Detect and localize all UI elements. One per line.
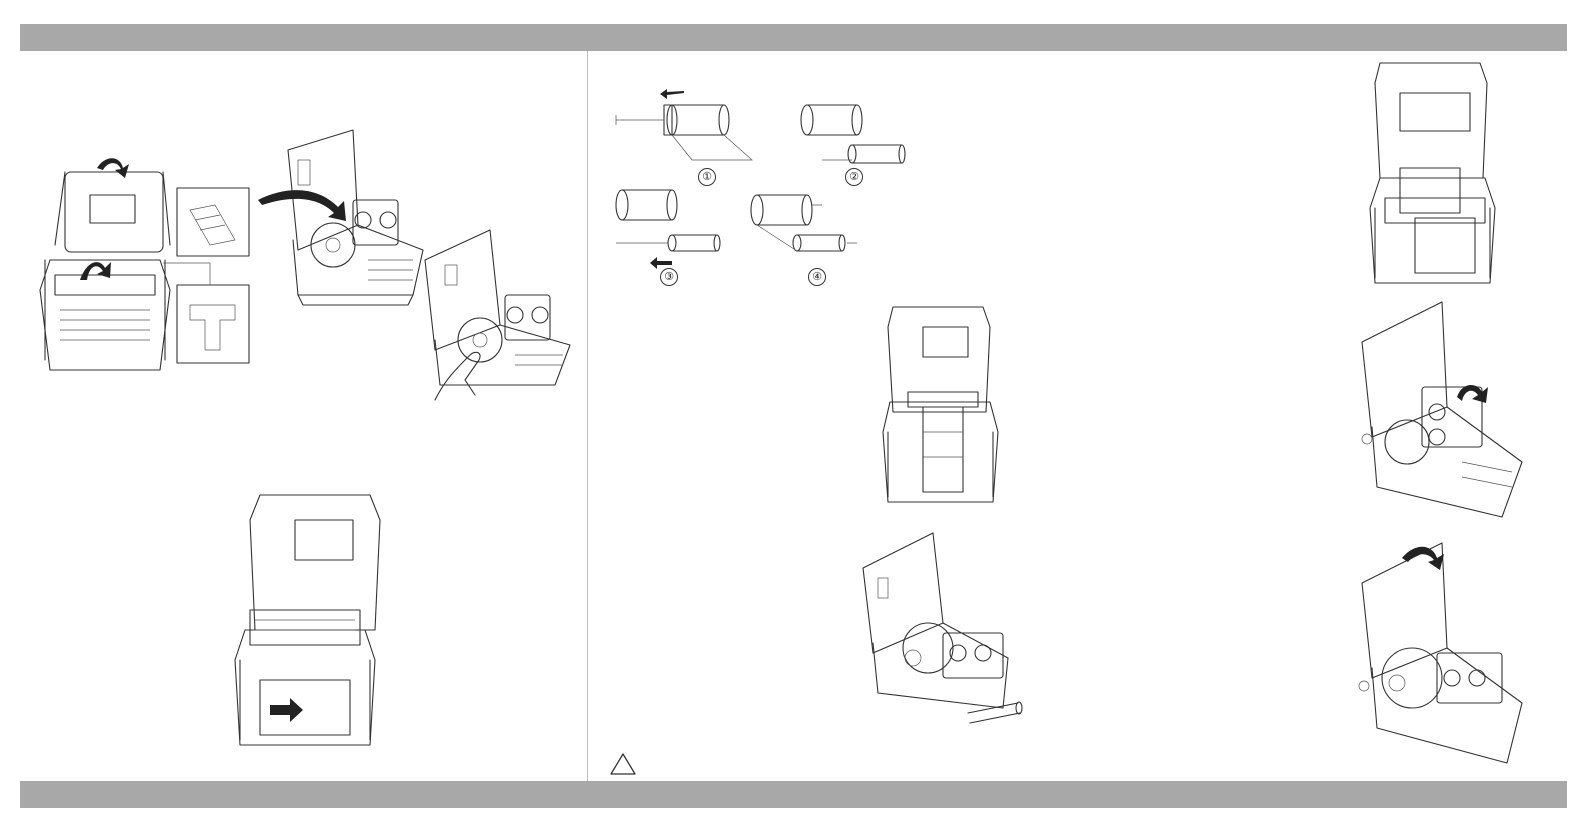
printer-right-close-figure: [1352, 538, 1527, 768]
ribbon-step-2: ②: [845, 168, 863, 186]
printer-hand-load-figure: [415, 220, 580, 405]
warning-triangle-icon: [609, 752, 637, 780]
header-bar: [20, 24, 1567, 51]
printer-side-ribbon-figure: [858, 528, 1028, 728]
ribbon-step-1: ①: [698, 168, 716, 186]
printer-paper-feed-figure: [225, 490, 385, 755]
page-divider: [587, 51, 588, 781]
printer-right-rotate-figure: [1352, 297, 1527, 527]
printer-front-open-figure: [878, 302, 1003, 507]
ribbon-steps-diagram: [612, 85, 912, 285]
ribbon-step-3: ③: [660, 268, 678, 286]
printer-open-top-arrows-figure: [35, 150, 250, 380]
printer-ribbon-insert-figure: [258, 125, 428, 315]
printer-right-front-figure: [1365, 58, 1500, 288]
footer-bar: [20, 781, 1567, 808]
ribbon-step-4: ④: [808, 268, 826, 286]
